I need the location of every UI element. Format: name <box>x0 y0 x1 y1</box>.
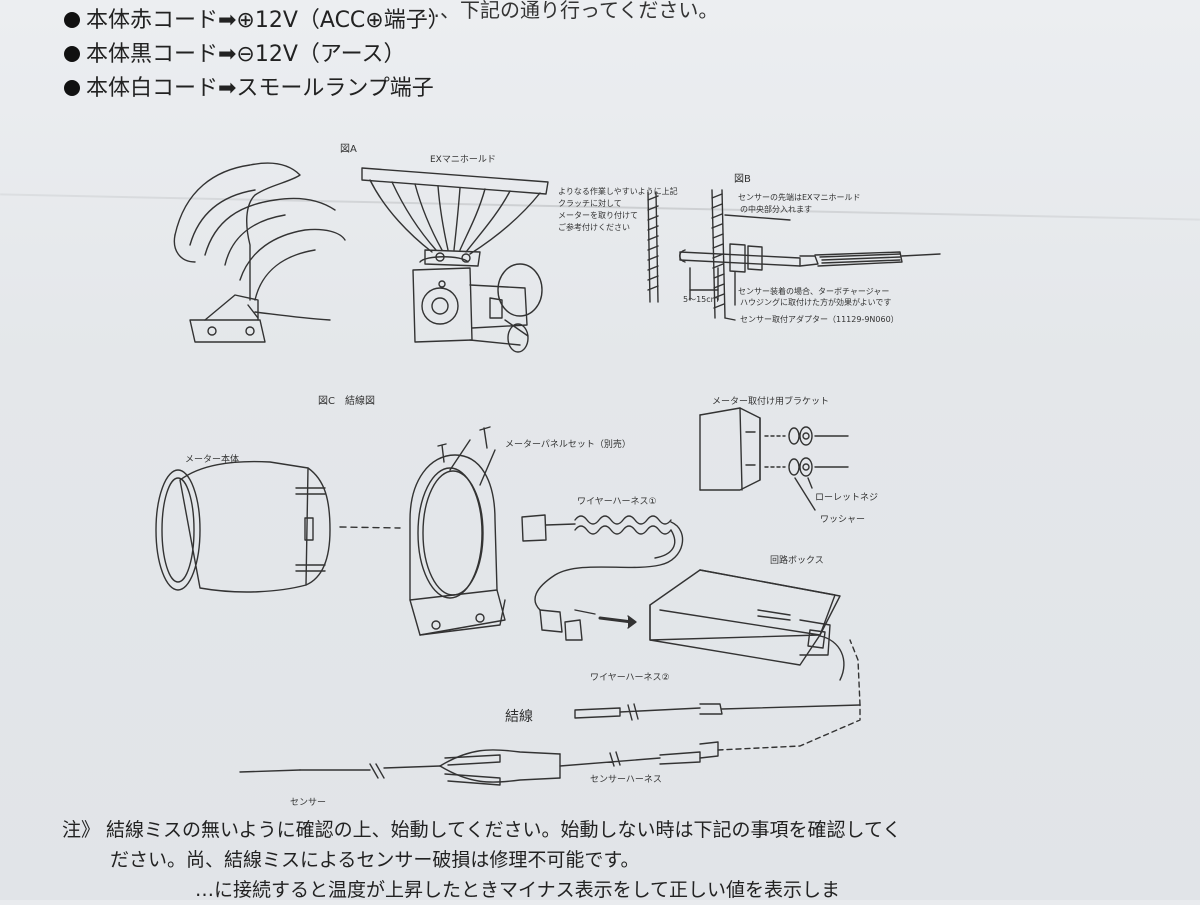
washer-label: ワッシャー <box>820 515 866 525</box>
wiring-item-black: 本体黒コード➡⊖12V（アース） <box>64 38 450 72</box>
adapter-label: センサー取付アダプター（11129-9N060） <box>740 315 899 324</box>
harness-lines <box>239 639 861 786</box>
meter-bracket-label: メーター取付け用ブラケット <box>712 397 830 407</box>
sensor-install-drawing <box>647 189 941 321</box>
wiring-list: 本体赤コード➡⊕12V（ACC⊕端子） 本体黒コード➡⊖12V（アース） 本体白… <box>64 4 450 106</box>
figure-b-label: 図B <box>734 174 751 185</box>
wire-harness-1-label: ワイヤーハーネス① <box>577 497 657 507</box>
bullet-dot-icon <box>64 12 80 28</box>
exhaust-manifold-drawing <box>173 162 346 343</box>
turbo-note-line1: センサー装着の場合、ターボチャージャー <box>738 287 890 296</box>
knurled-nut-label: ローレットネジ <box>815 493 879 503</box>
wiring-item-red: 本体赤コード➡⊕12V（ACC⊕端子） <box>64 4 450 38</box>
wiring-label: 結線 <box>505 709 533 725</box>
note-line-3: …に接続すると温度が上昇したときマイナス表示をして正しい値を表示しま <box>62 879 841 901</box>
manifold-turbo-drawing <box>361 167 549 353</box>
meter-body-drawing <box>155 460 401 593</box>
sensor-label: センサー <box>290 798 327 808</box>
turbo-note-line2: ハウジングに取付けた方が効果がよいです <box>740 298 892 307</box>
note-a-line1: よりなる作業しやすいように上記 <box>558 187 678 196</box>
figure-c-label: 図C 結線図 <box>318 396 375 407</box>
wire-harness-2-label: ワイヤーハーネス② <box>590 673 670 683</box>
coiled-wire-harness <box>521 514 684 641</box>
meter-panel-drawing <box>409 426 506 636</box>
note-a-line2: クラッチに対して <box>558 199 622 208</box>
sensor-note-line2: の中央部分入れます <box>740 205 812 214</box>
bullet-dot-icon <box>64 80 80 96</box>
dimension-label: 5～15cm <box>683 295 719 304</box>
circuit-box-label: 回路ボックス <box>770 556 824 566</box>
meter-bracket-drawing <box>699 407 849 511</box>
note-a-line3: メーターを取り付けて <box>558 211 638 220</box>
figure-a-label: 図A <box>340 144 357 155</box>
sensor-note-line1: センサーの先端はEXマニホールド <box>738 193 861 202</box>
meter-body-label: メーター本体 <box>185 455 240 465</box>
note-line-1: 注》 結線ミスの無いように確認の上、始動してください。始動しない時は下記の事項を… <box>62 819 902 841</box>
caution-note: 注》 結線ミスの無いように確認の上、始動してください。始動しない時は下記の事項を… <box>62 815 1200 905</box>
note-a-line4: ご参考付けください <box>558 223 630 232</box>
top-partial-text: …、下記の通り行ってください。 <box>420 0 719 22</box>
bullet-dot-icon <box>64 46 80 62</box>
meter-panel-set-label: メーターパネルセット（別売） <box>505 440 631 450</box>
exhaust-manifold-label: EXマニホールド <box>430 155 496 165</box>
wiring-item-white: 本体白コード➡スモールランプ端子 <box>64 72 450 106</box>
note-line-2: ださい。尚、結線ミスによるセンサー破損は修理不可能です。 <box>110 849 640 871</box>
circuit-box-drawing <box>649 569 845 681</box>
sensor-harness-label: センサーハーネス <box>590 775 662 785</box>
